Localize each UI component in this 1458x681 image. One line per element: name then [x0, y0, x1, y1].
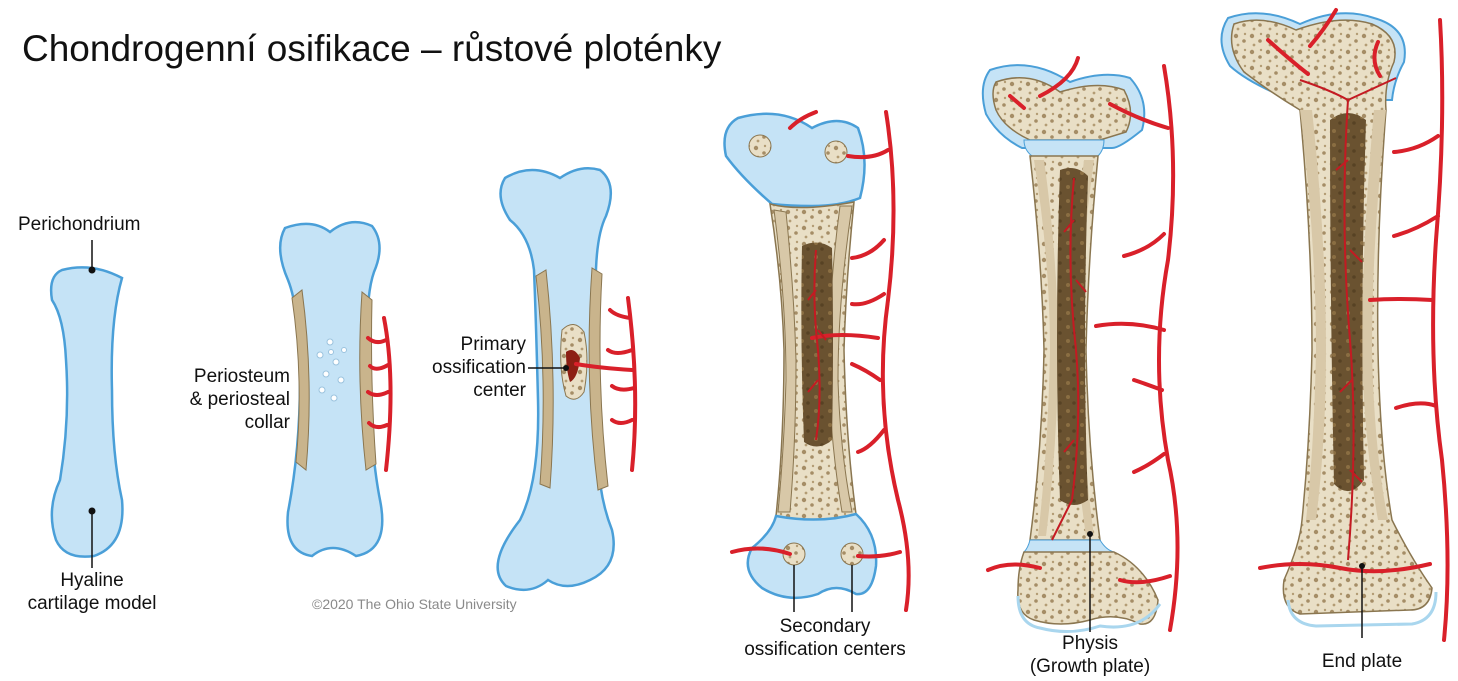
label-physis: Physis (Growth plate) — [1010, 632, 1170, 678]
label-hyaline-cartilage: Hyaline cartilage model — [10, 569, 174, 615]
stage-6-end-plate — [1221, 10, 1447, 640]
label-primary-center: Primary ossification center — [408, 333, 526, 402]
distal-epiphysis-5 — [1018, 552, 1158, 624]
stage-5-growth-plate — [983, 58, 1178, 632]
physis-band-proximal — [1024, 140, 1104, 156]
stage-2-periosteal-collar — [280, 222, 390, 556]
label-periosteum: Periosteum & periosteal collar — [150, 365, 290, 434]
physis-band-distal — [1024, 540, 1114, 552]
cartilage-model-shape — [51, 267, 122, 556]
label-secondary-centers: Secondary ossification centers — [720, 615, 930, 661]
marrow-cavity-5 — [1057, 168, 1088, 505]
label-end-plate: End plate — [1302, 650, 1422, 673]
copyright-notice: ©2020 The Ohio State University — [312, 596, 517, 612]
page-title: Chondrogenní osifikace – růstové ploténk… — [22, 28, 721, 70]
stage-4-secondary-centers — [725, 112, 909, 612]
label-perichondrium: Perichondrium — [18, 213, 141, 236]
stage-1-cartilage-model — [51, 240, 122, 568]
